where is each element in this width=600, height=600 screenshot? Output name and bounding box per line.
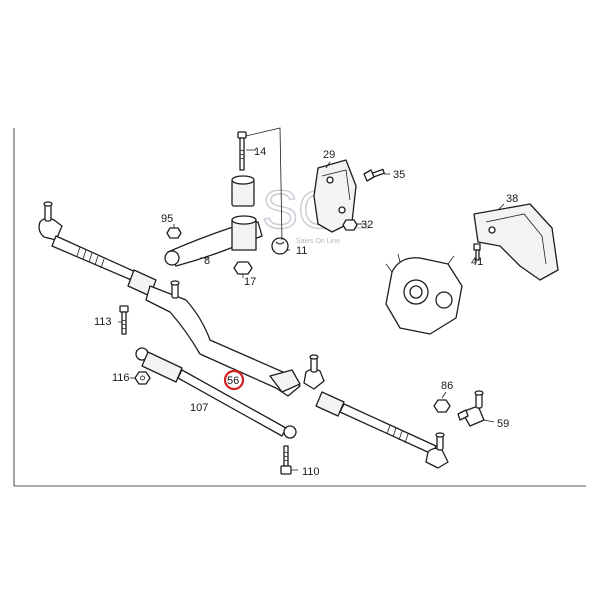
- label-59: 59: [497, 418, 509, 430]
- bolt-41: [473, 243, 481, 261]
- label-14: 14: [254, 146, 266, 158]
- nut-86: [433, 399, 451, 413]
- label-56: 56: [227, 375, 239, 387]
- bracket-29: [313, 159, 357, 233]
- right-tie-rod: [303, 354, 449, 469]
- mount-bracket-38: [473, 203, 559, 281]
- center-drag-link: [145, 280, 301, 397]
- label-86: 86: [441, 380, 453, 392]
- label-38: 38: [506, 193, 518, 205]
- label-110: 110: [302, 466, 320, 478]
- steering-damper: [135, 347, 297, 439]
- ball-joint-59: [457, 390, 485, 427]
- nut-32: [342, 219, 358, 231]
- label-35: 35: [393, 169, 405, 181]
- left-tie-rod: [38, 201, 157, 297]
- label-17: 17: [244, 276, 256, 288]
- idler-arm-assembly: [164, 127, 289, 275]
- leader-lines: [118, 149, 505, 471]
- label-32: 32: [361, 219, 373, 231]
- nut-116: [134, 371, 151, 385]
- bolt-113: [119, 305, 129, 335]
- label-8: 8: [204, 255, 210, 267]
- highlight-ring-56: [223, 369, 245, 391]
- label-29: 29: [323, 149, 335, 161]
- bolt-35: [363, 168, 385, 182]
- label-113: 113: [94, 316, 112, 328]
- label-116: 116: [112, 372, 130, 384]
- bolt-110: [280, 445, 292, 475]
- steering-gearbox: [385, 253, 463, 335]
- label-107: 107: [190, 402, 208, 414]
- part-labels: 14 29 35 95 32 38 8 11 17 41 113 116 56 …: [94, 146, 518, 478]
- watermark-tagline: Sales On Line: [296, 238, 340, 245]
- label-11: 11: [296, 245, 307, 257]
- label-95: 95: [161, 213, 173, 225]
- diagram-frame: [13, 128, 586, 487]
- label-41: 41: [471, 256, 483, 268]
